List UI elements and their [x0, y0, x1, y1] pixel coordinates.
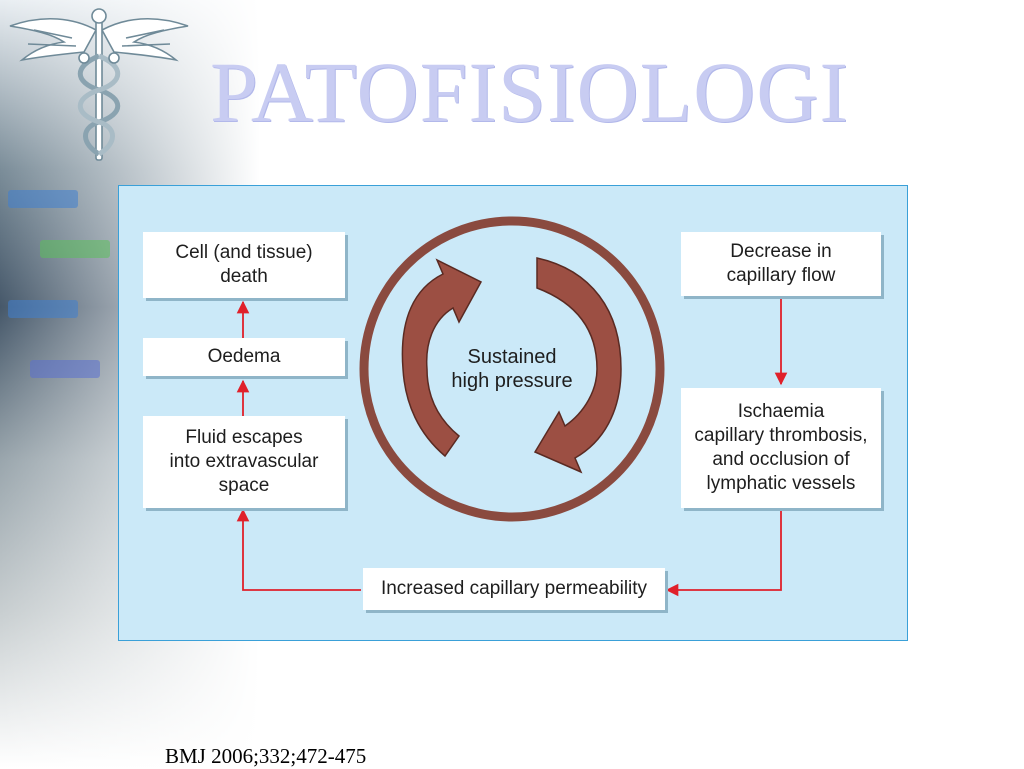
- node-label: Ischaemia capillary thrombosis, and occl…: [694, 401, 868, 494]
- cycle-arrow-right: [533, 257, 622, 474]
- cycle-center-label: Sustained high pressure: [437, 340, 587, 398]
- monitor-strip: [40, 240, 110, 258]
- node-ischaemia: Ischaemia capillary thrombosis, and occl…: [681, 388, 881, 508]
- diagram-connectors: [236, 216, 788, 597]
- arrow-ischaemia-to-permeability: [665, 510, 782, 597]
- cycle-ring: [359, 216, 665, 522]
- node-label: Sustained high pressure: [451, 346, 573, 392]
- node-label: Cell (and tissue) death: [175, 242, 313, 287]
- cycle-arrow-left: [401, 258, 483, 458]
- monitor-strip: [8, 190, 78, 208]
- node-cell-death: Cell (and tissue) death: [143, 232, 345, 298]
- arrow-permeability-to-fluid: [236, 508, 361, 591]
- node-permeability: Increased capillary permeability: [363, 568, 665, 610]
- node-label: Decrease in capillary flow: [726, 241, 836, 286]
- diagram-panel: Cell (and tissue) death Oedema Fluid esc…: [118, 185, 908, 641]
- node-label: Fluid escapes into extravascular space: [169, 427, 319, 496]
- node-decrease-flow: Decrease in capillary flow: [681, 232, 881, 296]
- monitor-strip: [30, 360, 100, 378]
- node-label: Increased capillary permeability: [380, 578, 648, 599]
- node-fluid-escapes: Fluid escapes into extravascular space: [143, 416, 345, 508]
- node-oedema: Oedema: [143, 338, 345, 376]
- monitor-strip: [8, 300, 78, 318]
- node-label: Oedema: [207, 346, 281, 367]
- citation: BMJ 2006;332;472-475: [165, 744, 367, 768]
- page-title: PATOFISIOLOGI: [210, 44, 850, 140]
- caduceus-icon: [9, 8, 189, 161]
